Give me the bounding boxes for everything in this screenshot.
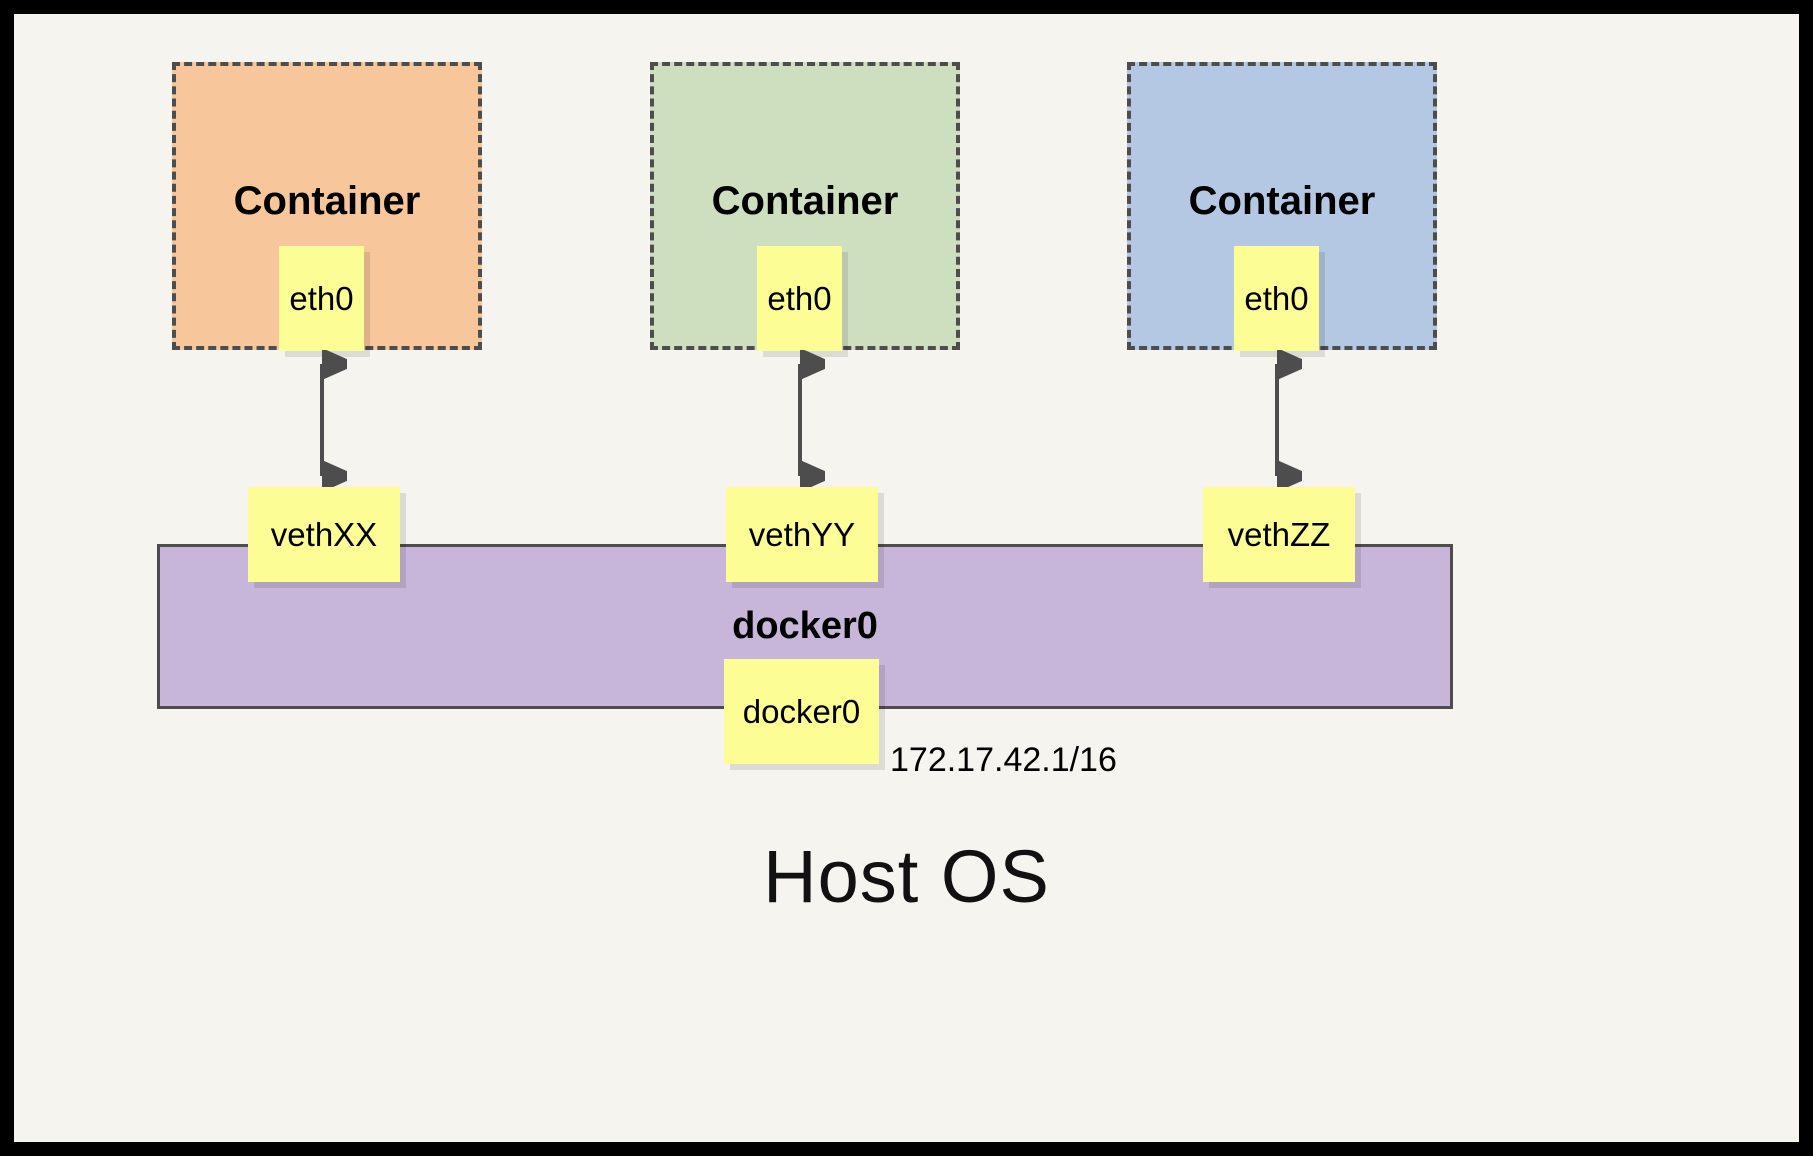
- container-title-1: Container: [233, 179, 421, 223]
- veth-box-3: vethZZ: [1203, 487, 1355, 582]
- eth0-box-2: eth0: [757, 246, 842, 351]
- eth0-box-1: eth0: [279, 246, 364, 351]
- veth-box-2: vethYY: [726, 487, 878, 582]
- veth-pair-arrow-3: [1275, 350, 1302, 490]
- host-os-label: Host OS: [763, 835, 1050, 918]
- veth-pair-arrow-2: [798, 350, 825, 490]
- docker0-bridge-label: docker0: [732, 605, 878, 647]
- docker0-iface-box: docker0: [724, 659, 879, 764]
- container-title-3: Container: [1188, 179, 1376, 223]
- veth-box-1: vethXX: [248, 487, 400, 582]
- docker0-ip-label: 172.17.42.1/16: [890, 741, 1117, 779]
- container-title-2: Container: [711, 179, 899, 223]
- eth0-box-3: eth0: [1234, 246, 1319, 351]
- veth-pair-arrow-1: [320, 350, 347, 490]
